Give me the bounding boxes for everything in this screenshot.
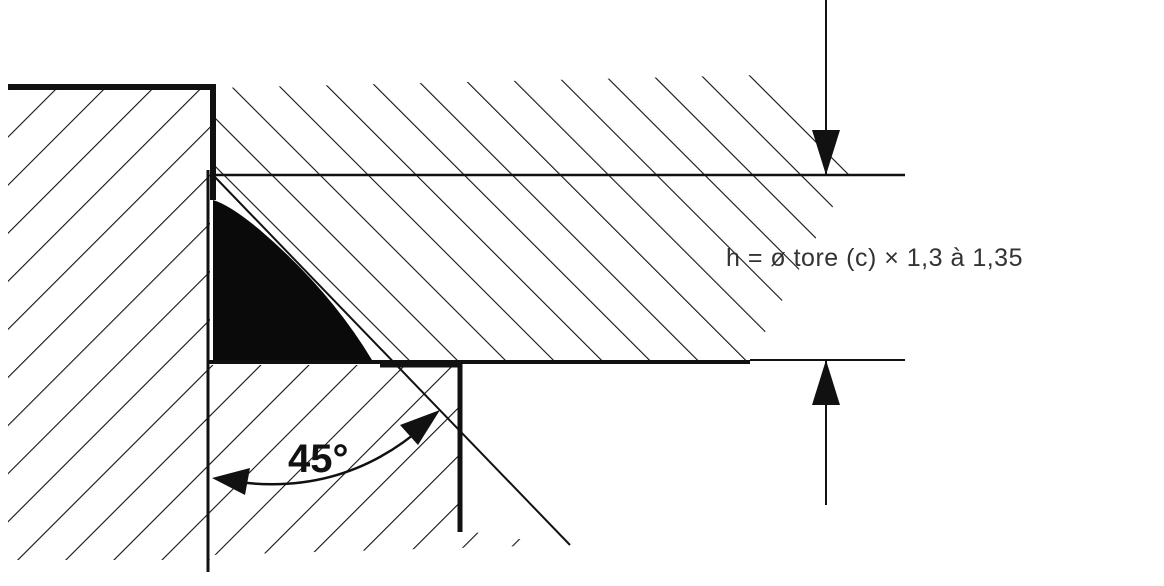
lower-piece-hatch xyxy=(210,365,560,555)
angle-label: 45° xyxy=(288,437,349,481)
upper-plate-hatch xyxy=(213,75,850,360)
arrow-up-icon xyxy=(812,360,840,405)
lower-piece-outline xyxy=(380,362,463,532)
left-plate-outline xyxy=(8,84,216,200)
left-plate-hatch xyxy=(8,88,210,560)
arc-arrow-right-icon xyxy=(400,410,440,445)
angle-arc xyxy=(224,424,426,486)
arrow-down-icon xyxy=(812,130,840,175)
chamfer-line xyxy=(212,174,571,546)
arc-arrow-left-icon xyxy=(212,468,250,495)
height-formula-label: h = ø tore (c) × 1,3 à 1,35 xyxy=(726,244,1023,272)
weld-fillet xyxy=(213,200,372,362)
